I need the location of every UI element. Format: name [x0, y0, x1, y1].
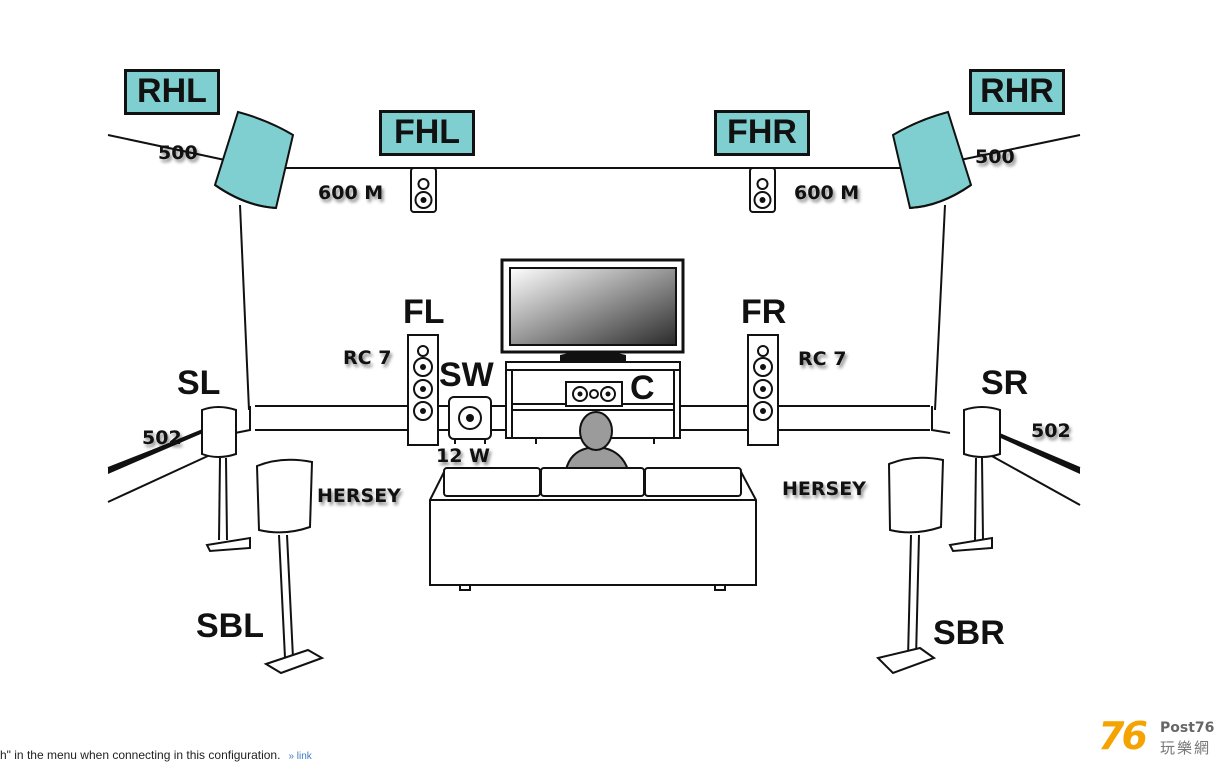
subwoofer [448, 396, 492, 444]
sbl-model: HERSEY [317, 485, 401, 507]
rhr-model: 500 [975, 146, 1015, 168]
rhr-speaker [891, 110, 973, 210]
fhl-speaker [410, 167, 437, 213]
fr-label: FR [741, 293, 787, 331]
sr-model: 502 [1031, 420, 1071, 442]
sl-model: 502 [142, 427, 182, 449]
rhl-box: RHL [124, 69, 220, 115]
fhl-box: FHL [379, 110, 475, 156]
fr-model: RC 7 [798, 348, 847, 370]
rhl-speaker [213, 110, 295, 210]
sr-label: SR [981, 364, 1029, 402]
footnote: h" in the menu when connecting in this c… [0, 748, 312, 762]
sbl-label: SBL [196, 607, 264, 645]
watermark-logo: 76 Post76 玩樂網 [1098, 714, 1224, 758]
listener [564, 411, 630, 471]
fhl-model: 600 M [318, 182, 384, 204]
footnote-text: h" in the menu when connecting in this c… [0, 748, 281, 762]
sw-model: 12 W [436, 445, 491, 467]
logo-number: 76 [1098, 714, 1148, 758]
fhr-box: FHR [714, 110, 810, 156]
rhr-box: RHR [969, 69, 1065, 115]
fl-model: RC 7 [343, 347, 392, 369]
sbr-model: HERSEY [782, 478, 866, 500]
fhr-speaker [749, 167, 776, 213]
fl-label: FL [403, 293, 445, 331]
sl-label: SL [177, 364, 221, 402]
fl-speaker [407, 334, 439, 446]
logo-chinese: 玩樂網 [1160, 739, 1212, 757]
fr-speaker [747, 334, 779, 446]
center-speaker [565, 381, 623, 407]
sofa [429, 467, 757, 591]
sbr-label: SBR [933, 614, 1005, 652]
tv [500, 258, 685, 361]
sl-speaker [201, 406, 251, 553]
footnote-link[interactable]: » link [288, 751, 312, 762]
sr-speaker [948, 406, 1001, 553]
sbl-speaker [255, 458, 325, 675]
fhr-model: 600 M [794, 182, 860, 204]
sw-label: SW [439, 356, 494, 394]
logo-brand: Post76 [1160, 720, 1215, 736]
sbr-speaker [876, 456, 945, 675]
rhl-model: 500 [158, 142, 198, 164]
c-label: C [630, 369, 655, 407]
